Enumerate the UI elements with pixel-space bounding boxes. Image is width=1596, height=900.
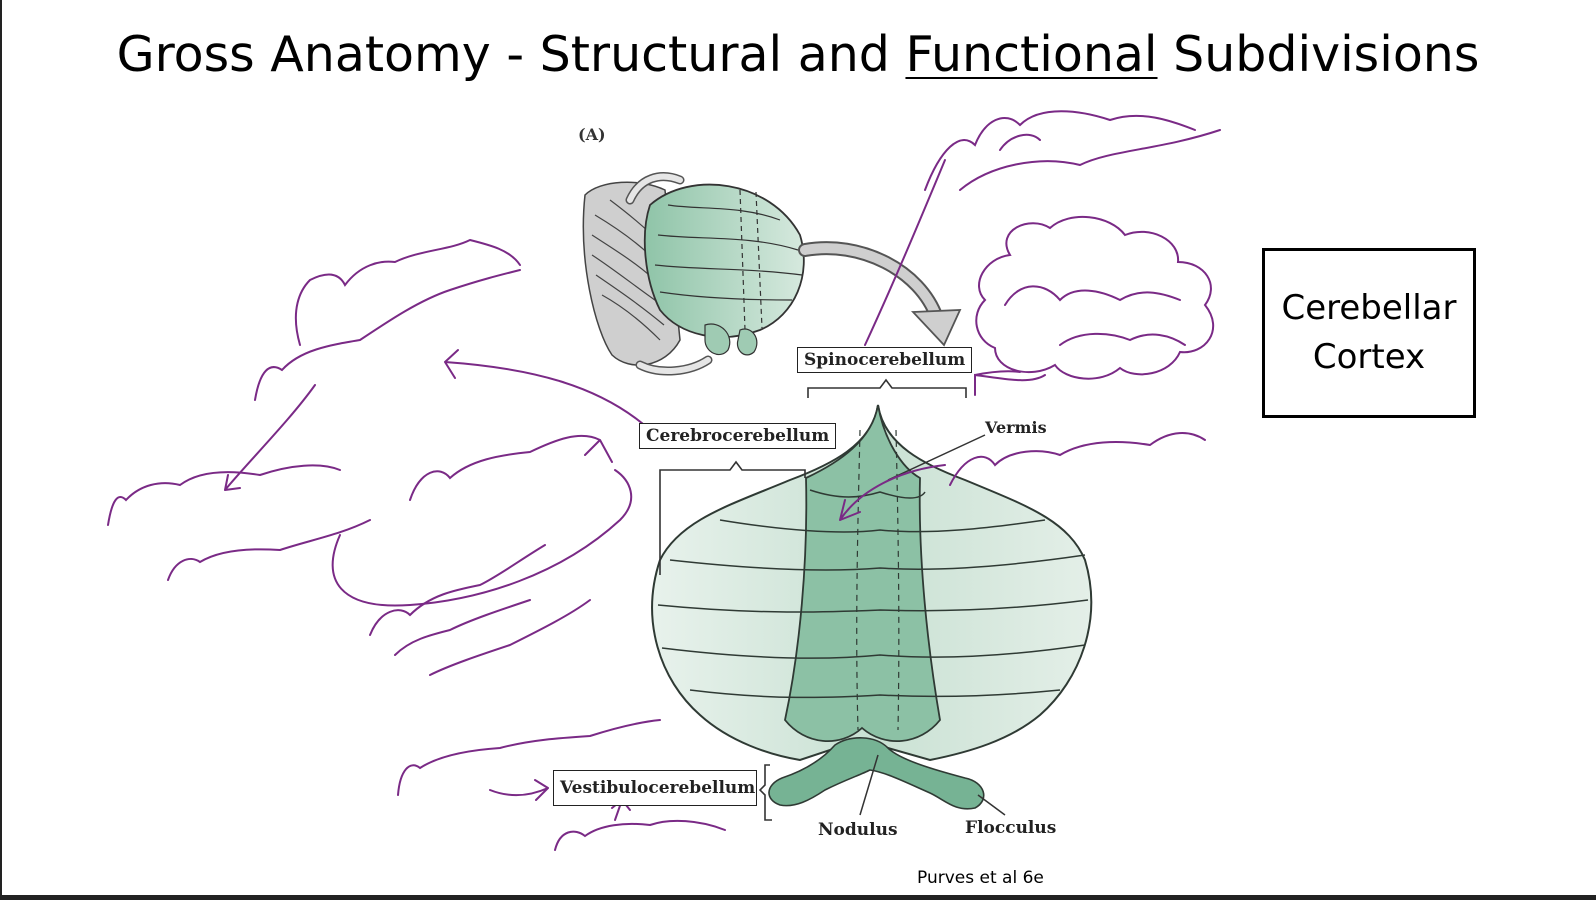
title-underlined-word: Functional [905, 26, 1158, 83]
arrow-to-spinocerebellum [974, 370, 1046, 396]
small-flocculus-shape [704, 323, 758, 356]
vermis-dashed-lines [856, 429, 900, 731]
unfold-arrow [798, 241, 962, 347]
subdivision-brackets [659, 378, 967, 821]
cerebrocerebellum-label: Cerebrocerebellum [639, 423, 837, 449]
nodulus-pointer [859, 754, 879, 816]
cortex-line-2: Cortex [1312, 337, 1426, 377]
cerebrocerebellum-bracket [659, 460, 806, 575]
scribble-flocculonodular [397, 719, 661, 796]
functional-names-cloud [975, 215, 1215, 380]
handwritten-annotations [107, 110, 1221, 851]
vermis-pointer [887, 434, 986, 481]
scribble-control-axial [924, 110, 1221, 191]
slide-bottom-border [0, 895, 1596, 900]
scribble-functional-names [1004, 285, 1186, 346]
folia-lines [657, 489, 1089, 699]
spinocerebellum-bracket [807, 378, 967, 398]
title-prefix: Gross Anatomy - Structural and [116, 26, 906, 83]
arrow-cerebro-to-frontier [444, 349, 651, 431]
spinocerebellum-label: Spinocerebellum [797, 347, 973, 373]
scribble-paravermis [949, 432, 1206, 486]
scribble-vestibular [554, 819, 726, 851]
scribble-of-eye-movements [167, 519, 371, 581]
nodulus-label: Nodulus [818, 820, 898, 840]
slide-left-border [0, 0, 2, 900]
arrow-to-vestibulo [489, 779, 549, 801]
figure-credit: Purves et al 6e [917, 868, 1044, 888]
nodulus-shape [768, 737, 985, 810]
vestibulocerebellum-label: Vestibulocerebellum [553, 770, 757, 806]
cortex-line-1: Cerebellar [1281, 287, 1457, 328]
flocculus-pointer [977, 794, 1006, 816]
scribble-of-cerebellum [254, 269, 521, 401]
rotate-arrow-bottom-inner [637, 357, 711, 374]
flattened-cerebellum [651, 404, 1093, 816]
vermis-label: Vermis [985, 418, 1047, 437]
flocculus-label: Flocculus [965, 818, 1057, 838]
vestibulocerebellum-bracket [758, 764, 772, 821]
unfold-arrow-head [910, 309, 962, 347]
panel-label: (A) [578, 125, 606, 144]
line-to-spinocerebellum [864, 159, 946, 346]
scribble-last-frontier [294, 238, 521, 346]
rotate-arrow-top-inner [627, 173, 683, 203]
small-cerebellum-folia [654, 189, 803, 331]
scribble-helps-smoothness [107, 464, 341, 526]
scribble-involve-cerebral-cortex [369, 544, 591, 676]
title-suffix: Subdivisions [1157, 26, 1480, 83]
cerebellar-cortex-box: Cerebellar Cortex [1262, 248, 1476, 418]
scribble-hemispheres [409, 435, 613, 501]
arrow-paravermis-to-vermis [839, 464, 946, 521]
vermis-band [784, 404, 941, 742]
curve-hemispheres-to-cortex [331, 469, 633, 607]
arrow-frontier-to-helps [224, 384, 316, 491]
small-cerebellum-illustration [582, 172, 805, 376]
slide-title: Gross Anatomy - Structural and Functiona… [0, 26, 1596, 83]
small-cerebellum-body [643, 183, 805, 338]
